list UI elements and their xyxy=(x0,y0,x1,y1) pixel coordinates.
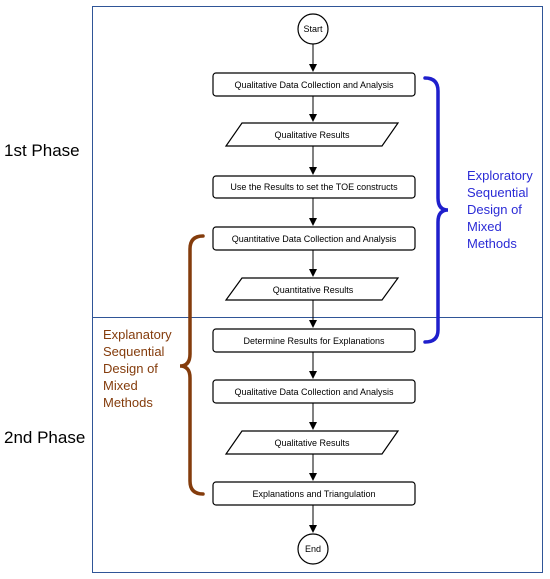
explanatory-line-3: Design of xyxy=(103,361,158,376)
quant-collection-label: Quantitative Data Collection and Analysi… xyxy=(232,234,397,244)
process-qual-collection-1: Qualitative Data Collection and Analysis xyxy=(212,72,416,97)
explanatory-line-5: Methods xyxy=(103,395,153,410)
explanatory-line-4: Mixed xyxy=(103,378,138,393)
start-node: Start xyxy=(297,13,329,45)
phase-1-label: 1st Phase xyxy=(4,141,80,160)
process-quant-collection: Quantitative Data Collection and Analysi… xyxy=(212,226,416,251)
data-quant-results: Quantitative Results xyxy=(224,277,400,301)
quant-results-label: Quantitative Results xyxy=(273,285,354,295)
data-qual-results-2: Qualitative Results xyxy=(224,430,400,455)
end-label: End xyxy=(305,544,321,554)
explanatory-brace xyxy=(179,234,205,496)
phase-divider xyxy=(92,317,543,318)
process-toe-constructs: Use the Results to set the TOE construct… xyxy=(212,175,416,199)
process-triangulation: Explanations and Triangulation xyxy=(212,481,416,506)
toe-constructs-label: Use the Results to set the TOE construct… xyxy=(230,182,398,192)
data-qual-results-1: Qualitative Results xyxy=(224,122,400,147)
exploratory-note: Exploratory Sequential Design of Mixed M… xyxy=(467,167,543,252)
exploratory-brace xyxy=(423,76,449,344)
explanatory-line-2: Sequential xyxy=(103,344,165,359)
qual-collection-2-label: Qualitative Data Collection and Analysis xyxy=(234,387,394,397)
exploratory-line-1: Exploratory xyxy=(467,168,533,183)
explanatory-line-1: Explanatory xyxy=(103,327,172,342)
explanatory-note: Explanatory Sequential Design of Mixed M… xyxy=(103,326,175,411)
triangulation-label: Explanations and Triangulation xyxy=(252,489,375,499)
exploratory-line-4: Mixed xyxy=(467,219,502,234)
exploratory-line-3: Design of xyxy=(467,202,522,217)
exploratory-line-2: Sequential xyxy=(467,185,529,200)
diagram-frame xyxy=(92,6,543,573)
determine-results-label: Determine Results for Explanations xyxy=(243,336,385,346)
end-node: End xyxy=(297,533,329,565)
qual-results-1-label: Qualitative Results xyxy=(274,130,350,140)
start-label: Start xyxy=(303,24,323,34)
qual-results-2-label: Qualitative Results xyxy=(274,438,350,448)
phase-2-label: 2nd Phase xyxy=(4,428,86,447)
qual-collection-1-label: Qualitative Data Collection and Analysis xyxy=(234,80,394,90)
process-determine-results: Determine Results for Explanations xyxy=(212,328,416,353)
process-qual-collection-2: Qualitative Data Collection and Analysis xyxy=(212,379,416,404)
exploratory-line-5: Methods xyxy=(467,236,517,251)
